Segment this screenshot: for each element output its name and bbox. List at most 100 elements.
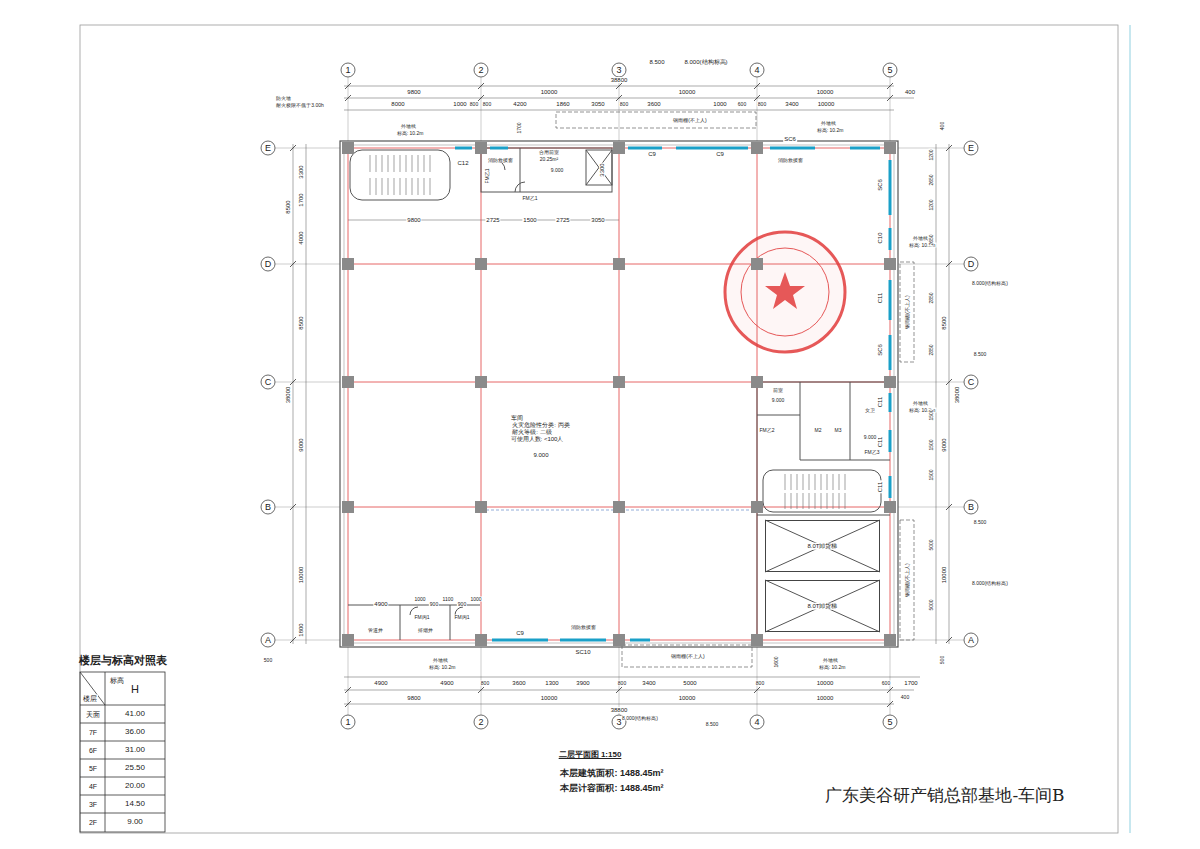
axis-letter: D: [967, 260, 976, 269]
axis-number: 2: [477, 66, 484, 75]
dimension: 1700: [298, 192, 304, 207]
axis-number: 1: [344, 718, 351, 727]
dimension: 3900: [575, 680, 590, 686]
door-code: FM乙2: [759, 428, 776, 433]
freight-elevator: 8.0T卸货梯: [765, 580, 880, 632]
dimension: 600: [881, 681, 891, 686]
dimension: 1000: [712, 101, 727, 107]
note: 外墙线: [822, 658, 839, 663]
note: 消防救援窗: [487, 158, 514, 163]
dimension: 8000: [390, 101, 405, 107]
table-title: 楼层与标高对照表: [79, 654, 167, 666]
dimension: 10000: [678, 695, 697, 701]
axis-number: 5: [886, 66, 893, 75]
dimension: 500: [940, 655, 945, 665]
door-code: M3: [834, 428, 843, 433]
red-stamp: [725, 232, 845, 352]
note: 外墙线: [400, 124, 417, 129]
note: 标高: 10.2m: [428, 665, 457, 670]
dimension: 3600: [646, 101, 661, 107]
dimension: 3300: [298, 164, 304, 179]
dimension: 10000: [816, 680, 835, 686]
elevation: 8.000(结构标高): [683, 59, 728, 65]
dimension: 1800: [298, 622, 304, 637]
window-code: C11: [877, 292, 883, 305]
dimension: 4200: [512, 101, 527, 107]
axis-letter: E: [264, 144, 272, 153]
table-cell: 3F: [88, 801, 98, 808]
dimension: 1500: [522, 217, 537, 223]
axis-letter: E: [967, 144, 975, 153]
dimension: 1500: [929, 468, 934, 481]
elevation: 9.000: [550, 168, 565, 173]
dimension: 800: [617, 681, 627, 686]
axis-letter: B: [967, 503, 975, 512]
room-name: 管道井: [367, 628, 384, 633]
dimension: 38000: [285, 386, 291, 405]
dimension: 8500: [941, 315, 947, 330]
level-table: 楼层与标高对照表: [76, 652, 170, 834]
table-cell: 25.50: [124, 764, 146, 772]
note: 钢雨棚(不上人): [670, 654, 705, 659]
room-name: 合用前室: [538, 150, 560, 155]
dimension: 5000: [929, 538, 934, 551]
axis-letter: D: [264, 260, 273, 269]
window-code: SC6: [877, 178, 883, 192]
table-header: 楼层: [82, 695, 98, 702]
window-code: C12: [456, 160, 469, 166]
window-code: C11: [877, 396, 883, 409]
dimension: 10000: [678, 89, 697, 95]
table-header: 标高: [109, 677, 125, 684]
window-code: SC6: [783, 136, 797, 142]
dimension: 1200: [929, 198, 934, 211]
dimension: 800: [757, 102, 767, 107]
note: 外墙线: [912, 236, 929, 241]
dimension: 38000: [954, 386, 960, 405]
table-cell: 14.50: [124, 800, 146, 808]
dimension: 1300: [544, 680, 559, 686]
axis-letter: A: [264, 636, 272, 645]
dimension: 10000: [298, 566, 304, 585]
dimension: 10000: [941, 566, 947, 585]
dimension: 1200: [929, 148, 934, 161]
dimension: 2850: [929, 343, 934, 356]
dimension: 4900: [439, 680, 454, 686]
dimension: 9800: [406, 89, 421, 95]
room-name: 排烟井: [417, 628, 434, 633]
dimension: 4900: [373, 680, 388, 686]
dimension: 9000: [298, 437, 304, 452]
dimension: 900: [429, 602, 439, 607]
dimension: 9000: [941, 437, 947, 452]
dimension: 9800: [406, 217, 421, 223]
window-code: C11: [877, 436, 883, 449]
axis-letter: B: [264, 503, 272, 512]
note: 钢雨棚(不上人): [905, 294, 910, 329]
dimension: 2650: [929, 233, 934, 246]
table-cell: 天面: [85, 711, 101, 718]
dimension: 8500: [298, 315, 304, 330]
door-code: FM乙1: [485, 168, 490, 185]
dimension: 500: [263, 658, 273, 663]
axis-letter: A: [967, 636, 975, 645]
table-cell: 6F: [88, 747, 98, 754]
room-note: 火灾危险性分类: 丙类: [511, 422, 570, 428]
axis-number: 3: [615, 66, 622, 75]
room-note: 耐火等级: 二级: [511, 429, 552, 435]
axis-letter: C: [264, 378, 273, 387]
elevation: 9.000: [771, 398, 786, 403]
door-code: FM乙1: [522, 196, 539, 201]
dimension: 5000: [682, 680, 697, 686]
dimension: 10000: [540, 89, 559, 95]
elevation: 9.000: [863, 435, 878, 440]
area-note: 本层建筑面积: 1488.45m²: [559, 769, 664, 778]
dimension: 4900: [373, 601, 388, 607]
note: 钢雨棚(不上人): [672, 118, 707, 123]
note: 标高: 10.2m: [816, 128, 845, 133]
table-header: H: [130, 684, 140, 695]
elevation: 8.500: [648, 59, 665, 65]
axis-number: 2: [477, 718, 484, 727]
dimension: 5000: [929, 598, 934, 611]
note: 耐火极限不低于3.00h: [275, 103, 325, 108]
dimension: 1000: [469, 597, 482, 602]
